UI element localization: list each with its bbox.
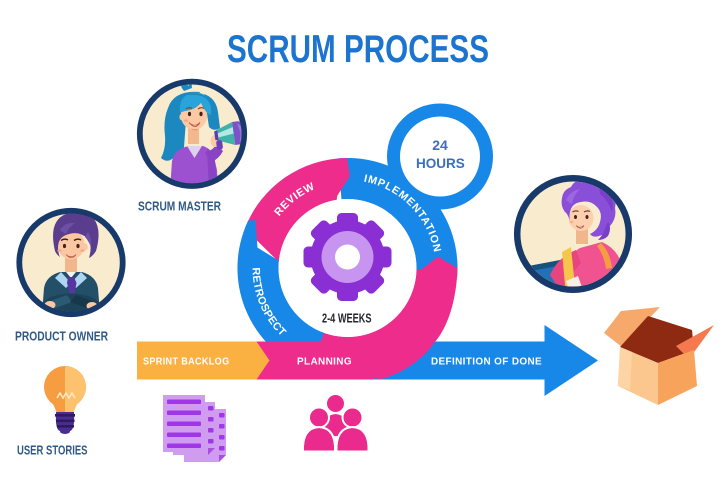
svg-text:PLANNING: PLANNING [297,356,352,368]
svg-text:24: 24 [432,137,448,153]
svg-text:DEFINITION OF DONE: DEFINITION OF DONE [431,356,542,368]
svg-text:SCRUM MASTER: SCRUM MASTER [138,198,221,213]
svg-text:USER STORIES: USER STORIES [17,442,88,457]
svg-text:SCRUM PROCESS: SCRUM PROCESS [227,28,489,71]
svg-text:PRODUCT OWNER: PRODUCT OWNER [15,328,108,343]
svg-text:HOURS: HOURS [416,155,465,171]
svg-text:2-4 WEEKS: 2-4 WEEKS [322,311,372,326]
svg-text:SPRINT BACKLOG: SPRINT BACKLOG [143,356,230,368]
